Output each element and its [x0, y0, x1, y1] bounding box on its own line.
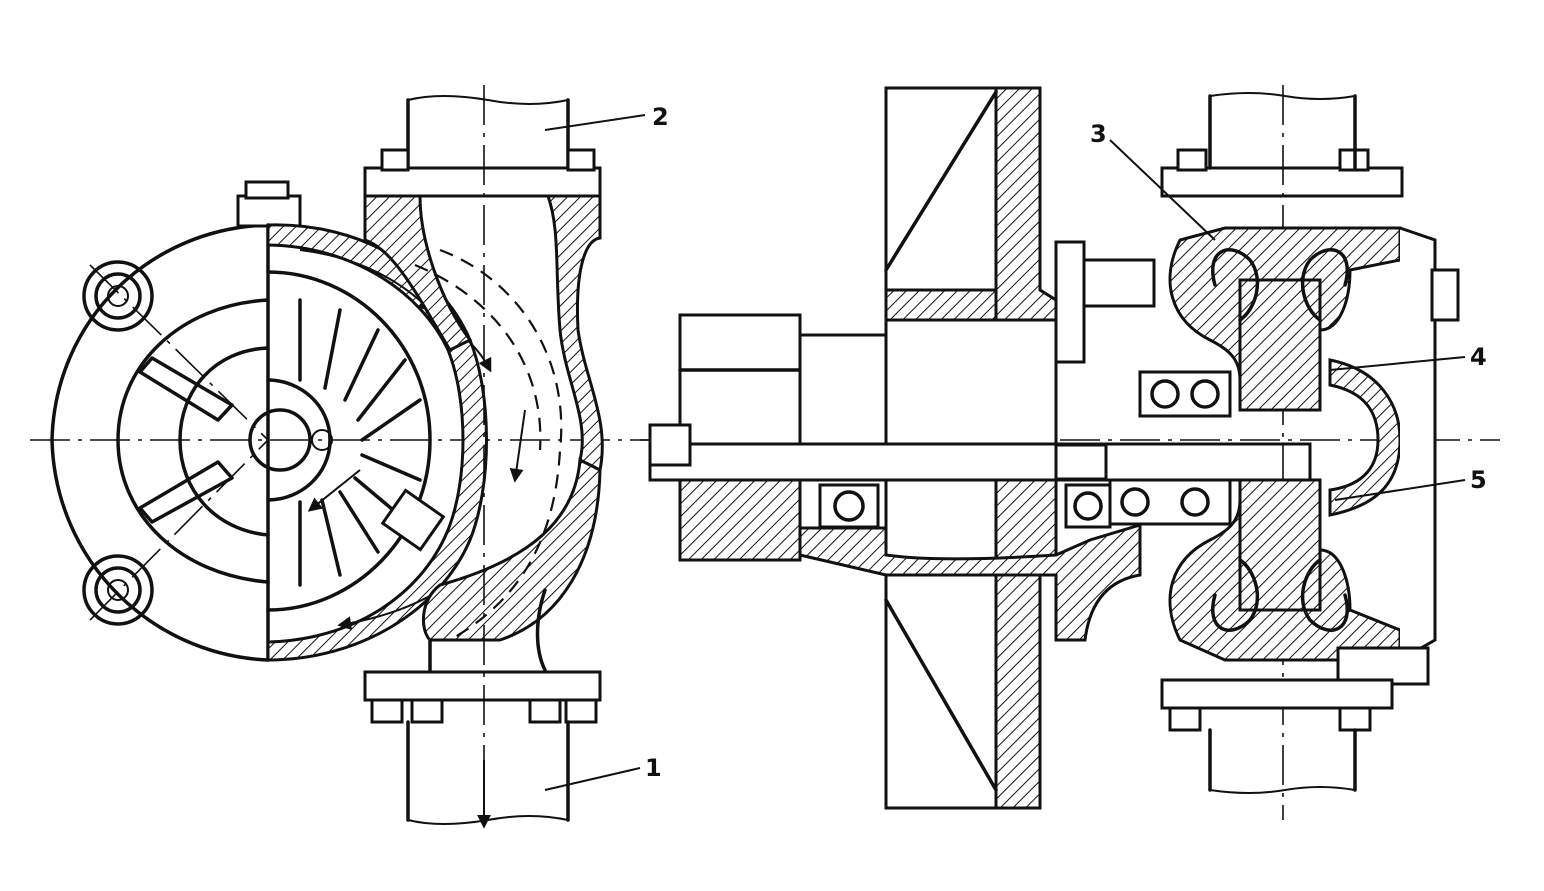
- coupling-hub: [798, 333, 888, 447]
- flow-arrow-3: [509, 409, 526, 483]
- internal-passage: [439, 248, 563, 641]
- side-bolt: [380, 488, 446, 552]
- upper-flange: [363, 166, 602, 198]
- wheel-slot-top: [138, 356, 234, 422]
- casing-outline: [50, 223, 270, 662]
- pump-casing-right: [1160, 85, 1460, 820]
- label-2: 2: [652, 103, 669, 131]
- main-shaft: [648, 442, 1312, 482]
- pulley-upper: [678, 313, 802, 447]
- label-5: 5: [1470, 466, 1487, 494]
- neck-wall-left: [363, 194, 473, 352]
- impeller-outer: [266, 270, 432, 612]
- bearing-mid: [1064, 483, 1112, 529]
- mount-lug-top: [82, 260, 154, 332]
- volute-mid-wall: [1328, 358, 1402, 517]
- casing-boss: [236, 194, 302, 228]
- shaft-bore: [248, 408, 312, 472]
- wheel-outer-ring: [116, 298, 270, 584]
- right-view: 3 4 5: [640, 85, 1500, 820]
- vortex-lower-left: [1211, 558, 1260, 632]
- neck-wall-right: [545, 194, 604, 473]
- lower-flange: [363, 670, 602, 702]
- mount-lug-bottom: [82, 554, 154, 626]
- right-upper-flange: [1160, 166, 1404, 198]
- impeller-disk-lower: [1238, 478, 1322, 612]
- leader-2: [544, 114, 646, 131]
- lug-axis-bottom: [89, 439, 269, 621]
- impeller-disk-upper: [1238, 278, 1322, 412]
- bearing-left: [818, 483, 880, 529]
- wheel-hub-ring: [178, 346, 270, 537]
- wheel-slot-bottom: [138, 460, 234, 524]
- pipe-assembly: [363, 85, 604, 829]
- impeller-blades: [298, 298, 422, 587]
- boss-nut: [244, 180, 290, 200]
- vortex-lower-right: [1300, 558, 1349, 632]
- bracket-bolt: [1082, 258, 1156, 308]
- label-1: 1: [645, 754, 662, 782]
- casing-right-edge: [1399, 226, 1437, 662]
- bracket: [1054, 240, 1086, 364]
- label-4: 4: [1470, 343, 1487, 371]
- lug-axis-top: [89, 264, 269, 441]
- vortex-upper-right: [1300, 248, 1349, 322]
- bearing-right-upper: [1138, 370, 1232, 418]
- housing-lower-section: [798, 522, 1142, 642]
- housing-top: [884, 288, 998, 322]
- leader-5: [1334, 479, 1466, 501]
- bearing-right-lower: [1108, 478, 1232, 526]
- vortex-upper-left: [1211, 248, 1260, 322]
- housing-upper: [884, 318, 1058, 448]
- leader-1: [544, 767, 641, 791]
- label-3: 3: [1090, 120, 1107, 148]
- shaft-nut: [648, 423, 692, 467]
- right-lower-flange: [1160, 678, 1394, 710]
- left-view: 2 1: [30, 85, 669, 829]
- pulley-lower-section: [678, 478, 802, 562]
- impeller-inner: [266, 378, 332, 502]
- flow-arrow-4: [307, 469, 361, 512]
- leader-4: [1329, 356, 1466, 371]
- center-mark: [311, 429, 333, 451]
- outlet-wall: [421, 457, 602, 642]
- leader-3: [1109, 139, 1216, 241]
